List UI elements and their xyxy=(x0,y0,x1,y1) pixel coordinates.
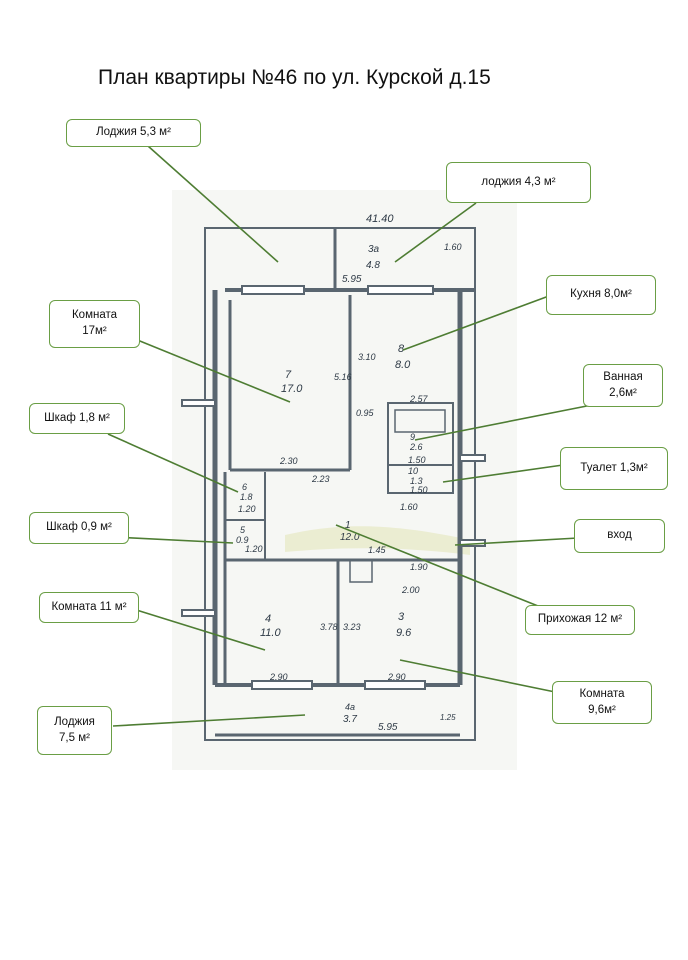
plan-loggia-bot-area: 3.7 xyxy=(343,714,357,725)
plan-loggia-bot-length: 5.95 xyxy=(378,722,398,733)
plan-dim-230: 2.30 xyxy=(279,456,298,466)
plan-kitchen-num: 8 xyxy=(398,343,405,355)
callout-entrance: вход xyxy=(574,519,665,553)
plan-bath-dim: 1.50 xyxy=(408,455,426,465)
plan-dim-160: 1.60 xyxy=(400,502,418,512)
plan-toilet-num: 10 xyxy=(408,466,418,476)
plan-room3-dim: 3.23 xyxy=(343,622,361,632)
plan-dim-257: 2.57 xyxy=(409,394,429,404)
plan-dim-290b: 2.90 xyxy=(387,672,406,682)
callout-room-17: Комната 17м² xyxy=(49,300,140,348)
plan-dim-145: 1.45 xyxy=(368,545,387,555)
plan-room4-num: 4 xyxy=(265,613,271,625)
plan-hall-area: 12.0 xyxy=(340,532,360,543)
windows xyxy=(181,285,486,690)
callout-kitchen: Кухня 8,0м² xyxy=(546,275,656,315)
plan-dim-290a: 2.90 xyxy=(269,672,288,682)
page-title: План квартиры №46 по ул. Курской д.15 xyxy=(98,66,491,89)
plan-hall-num: 1 xyxy=(345,520,351,531)
callout-closet-1-8: Шкаф 1,8 м² xyxy=(29,403,125,434)
plan-closet5-num: 5 xyxy=(240,525,246,535)
callout-bathroom: Ванная 2,6м² xyxy=(583,364,663,407)
plan-closet6-dim: 1.20 xyxy=(238,504,256,514)
plan-loggia-top-area: 4.8 xyxy=(366,260,380,271)
callout-room-11: Комната 11 м² xyxy=(39,592,139,623)
plan-room4-dim: 3.78 xyxy=(320,622,338,632)
walls xyxy=(204,227,476,741)
plan-toilet-dim: 1.50 xyxy=(410,485,428,495)
plan-toilet-area: 1.3 xyxy=(410,476,423,486)
plan-room3-num: 3 xyxy=(398,611,405,623)
plan-room7-dim: 5.16 xyxy=(334,372,352,382)
plan-loggia-bot-num: 4а xyxy=(345,702,355,712)
scan-stain xyxy=(285,526,470,555)
plan-total-length: 41.40 xyxy=(366,213,394,225)
leader-lines xyxy=(107,145,603,727)
plan-loggia-bot-dim: 1.25 xyxy=(440,713,456,722)
plan-dim-223: 2.23 xyxy=(311,474,330,484)
plan-closet5-dim: 1.20 xyxy=(245,544,263,554)
plan-right-dim: 1.60 xyxy=(444,242,462,252)
plan-room4-area: 11.0 xyxy=(260,627,281,639)
callout-closet-0-9: Шкаф 0,9 м² xyxy=(29,512,129,544)
callout-toilet: Туалет 1,3м² xyxy=(560,447,668,490)
plan-loggia-top-num: 3а xyxy=(368,244,380,255)
plan-dim-095: 0.95 xyxy=(356,408,375,418)
plan-bath-area: 2.6 xyxy=(409,442,423,452)
plan-loggia-top-length: 5.95 xyxy=(342,274,362,285)
plan-room7-num: 7 xyxy=(285,369,292,381)
plan-kitchen-area: 8.0 xyxy=(395,359,411,371)
callout-loggia-5-3: Лоджия 5,3 м² xyxy=(66,119,201,147)
plan-dim-200: 2.00 xyxy=(401,585,420,595)
plan-closet6-area: 1.8 xyxy=(240,492,253,502)
callout-loggia-7-5: Лоджия 7,5 м² xyxy=(37,706,112,755)
plan-room3-area: 9.6 xyxy=(396,627,412,639)
callout-hallway: Прихожая 12 м² xyxy=(525,605,635,635)
plan-dim-190: 1.90 xyxy=(410,562,428,572)
plan-room7-area: 17.0 xyxy=(281,383,303,395)
callout-room-9-6: Комната 9,6м² xyxy=(552,681,652,724)
callout-loggia-4-3: лоджия 4,3 м² xyxy=(446,162,591,203)
plan-labels: 41.40 3а 4.8 5.95 1.60 7 17.0 5.16 8 8.0… xyxy=(236,213,462,733)
plan-closet5-area: 0.9 xyxy=(236,535,249,545)
plan-kitchen-dim: 3.10 xyxy=(358,352,376,362)
plan-bath-num: 9 xyxy=(410,432,415,442)
plan-closet6-num: 6 xyxy=(242,482,247,492)
